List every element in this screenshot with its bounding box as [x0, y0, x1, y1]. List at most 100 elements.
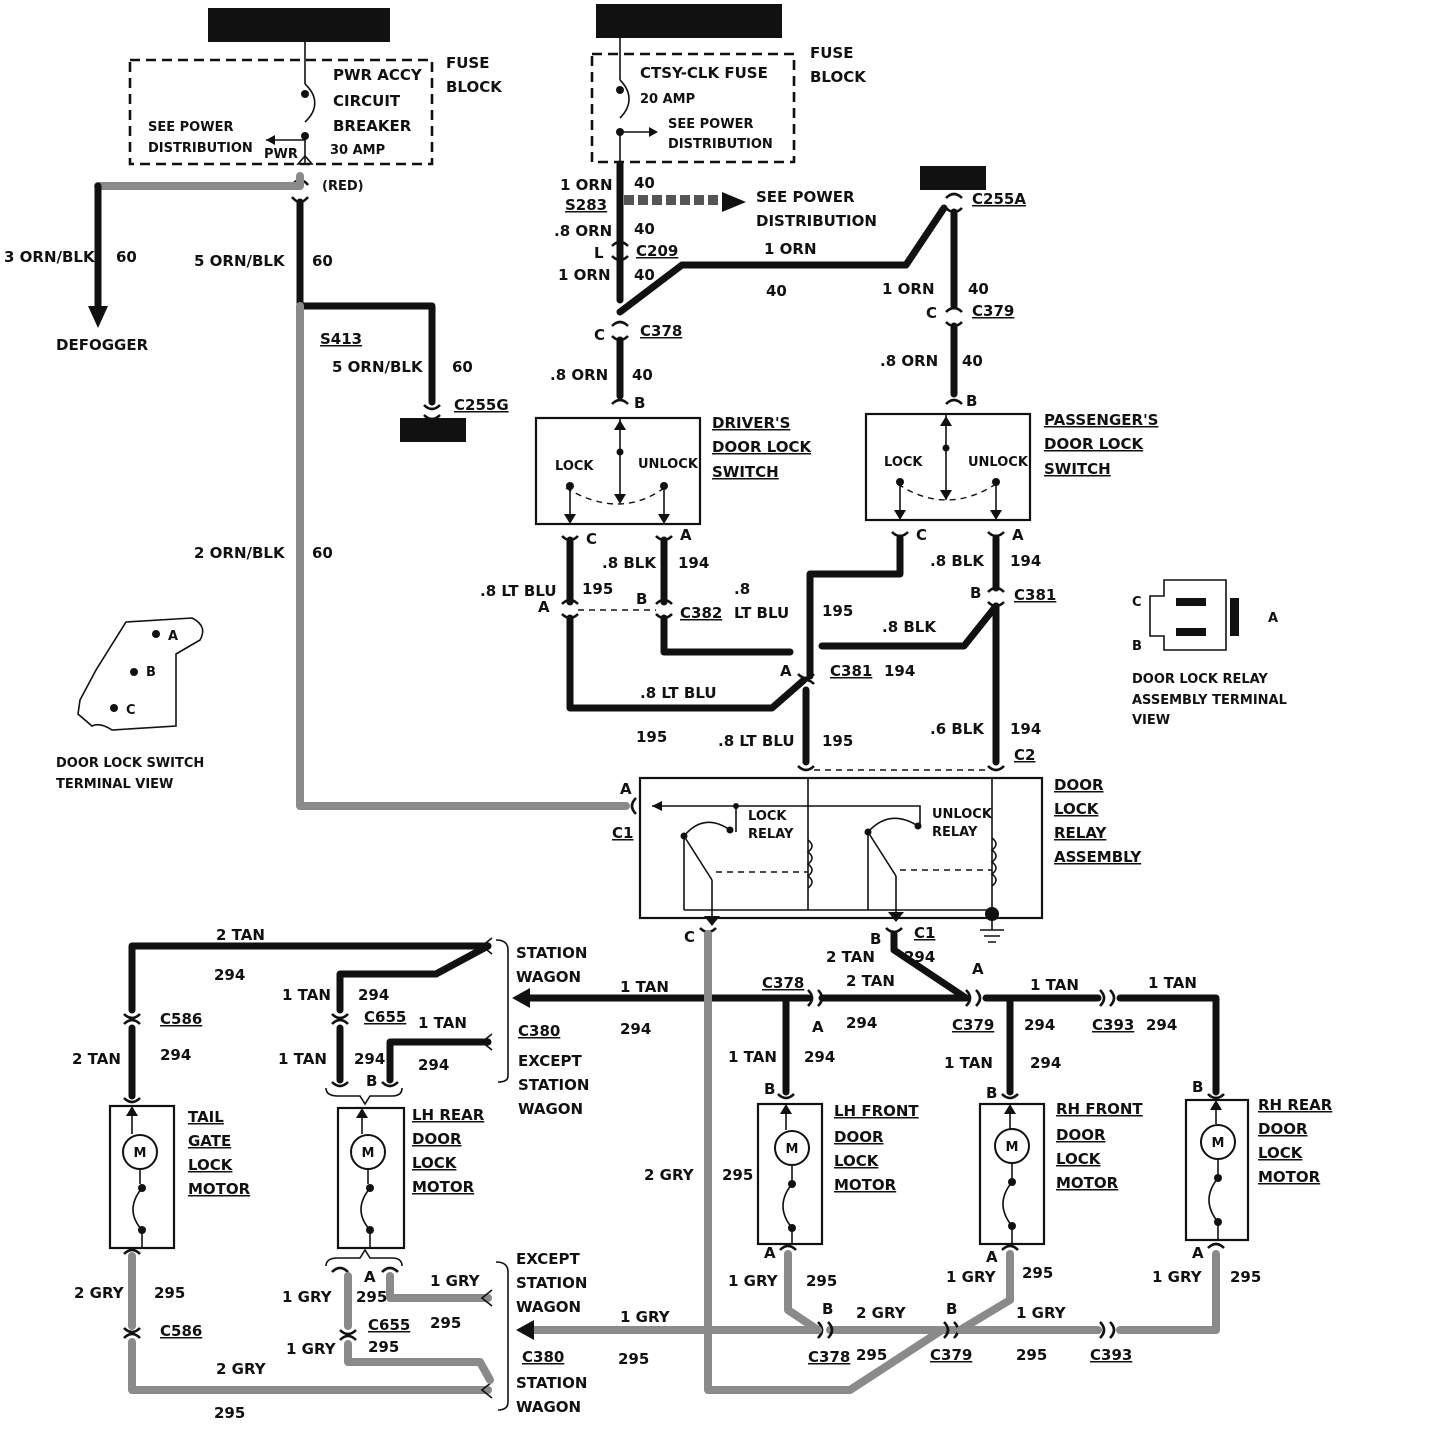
- svg-text:C209: C209: [636, 242, 678, 260]
- svg-text:M: M: [362, 1146, 375, 1161]
- svg-text:ASSEMBLY TERMINAL: ASSEMBLY TERMINAL: [1132, 693, 1287, 708]
- svg-text:B: B: [986, 1084, 997, 1102]
- svg-text:B: B: [764, 1080, 775, 1098]
- svg-text:C379: C379: [930, 1346, 972, 1364]
- svg-text:1 TAN: 1 TAN: [418, 1014, 467, 1032]
- svg-text:1 TAN: 1 TAN: [278, 1050, 327, 1068]
- svg-text:60: 60: [116, 248, 137, 266]
- svg-text:1 ORN: 1 ORN: [764, 240, 817, 258]
- svg-text:C1: C1: [612, 824, 633, 842]
- svg-text:RH REAR: RH REAR: [1258, 1096, 1333, 1114]
- svg-text:295: 295: [214, 1404, 245, 1422]
- svg-text:C380: C380: [522, 1348, 564, 1366]
- svg-text:195: 195: [636, 728, 667, 746]
- svg-text:40: 40: [634, 266, 655, 284]
- svg-text:UNLOCK: UNLOCK: [968, 455, 1029, 470]
- svg-text:FUSE: FUSE: [810, 44, 853, 62]
- orn-feed-right: C255A 1 ORN 40 C C379 .8 ORN 40 B: [880, 166, 1026, 410]
- svg-text:2 TAN: 2 TAN: [826, 948, 875, 966]
- svg-text:2 ORN/BLK: 2 ORN/BLK: [194, 544, 286, 562]
- svg-text:B: B: [1192, 1078, 1203, 1096]
- svg-text:A: A: [780, 662, 792, 680]
- svg-text:LH REAR: LH REAR: [412, 1106, 485, 1124]
- svg-text:30 AMP: 30 AMP: [330, 143, 385, 158]
- svg-text:295: 295: [618, 1350, 649, 1368]
- svg-text:UNLOCK: UNLOCK: [932, 807, 993, 822]
- svg-text:294: 294: [160, 1046, 191, 1064]
- svg-text:A: A: [812, 1018, 824, 1036]
- svg-text:EXCEPT: EXCEPT: [516, 1250, 581, 1268]
- svg-text:VIEW: VIEW: [1132, 713, 1170, 728]
- svg-text:C: C: [1132, 595, 1142, 610]
- svg-text:295: 295: [1230, 1268, 1261, 1286]
- svg-text:60: 60: [452, 358, 473, 376]
- svg-text:RH FRONT: RH FRONT: [1056, 1100, 1143, 1118]
- svg-text:C382: C382: [680, 604, 722, 622]
- svg-text:FUSE: FUSE: [446, 54, 489, 72]
- svg-text:C: C: [594, 326, 605, 344]
- svg-text:C586: C586: [160, 1010, 202, 1028]
- svg-text:BLOCK: BLOCK: [446, 78, 503, 96]
- svg-text:LOCK: LOCK: [748, 809, 787, 824]
- svg-text:S283: S283: [565, 196, 607, 214]
- svg-text:295: 295: [368, 1338, 399, 1356]
- svg-text:.8 LT BLU: .8 LT BLU: [480, 582, 557, 600]
- svg-text:WAGON: WAGON: [518, 1100, 583, 1118]
- svg-text:195: 195: [822, 602, 853, 620]
- svg-text:B: B: [970, 584, 981, 602]
- svg-text:L: L: [594, 244, 604, 262]
- svg-text:294: 294: [1024, 1016, 1055, 1034]
- svg-text:MOTOR: MOTOR: [1258, 1168, 1321, 1186]
- hot-at-all-times-tag-left: HOT AT ALL TIMES: [208, 8, 390, 42]
- orn-blk-feed: (RED) DEFOGGER 3 ORN/BLK 60 5 ORN/BLK 60…: [4, 172, 630, 810]
- svg-text:C393: C393: [1092, 1016, 1134, 1034]
- svg-text:2 GRY: 2 GRY: [856, 1304, 907, 1322]
- svg-text:295: 295: [430, 1314, 461, 1332]
- svg-text:.8 ORN: .8 ORN: [550, 366, 608, 384]
- svg-text:1 GRY: 1 GRY: [728, 1272, 779, 1290]
- svg-text:LOCK: LOCK: [1056, 1150, 1102, 1168]
- svg-text:1 GRY: 1 GRY: [1016, 1304, 1067, 1322]
- svg-text:B: B: [946, 1300, 957, 1318]
- svg-text:295: 295: [1016, 1346, 1047, 1364]
- svg-text:M: M: [1006, 1140, 1019, 1155]
- svg-text:1 TAN: 1 TAN: [1030, 976, 1079, 994]
- svg-text:C2: C2: [1014, 746, 1035, 764]
- svg-text:C380: C380: [518, 1022, 560, 1040]
- svg-text:195: 195: [822, 732, 853, 750]
- svg-text:LOCK: LOCK: [555, 459, 594, 474]
- svg-text:M: M: [134, 1146, 147, 1161]
- svg-text:B: B: [634, 394, 645, 412]
- svg-text:SWITCH: SWITCH: [1044, 460, 1111, 478]
- svg-text:1 GRY: 1 GRY: [946, 1268, 997, 1286]
- svg-text:195: 195: [582, 580, 613, 598]
- svg-text:S413: S413: [320, 330, 362, 348]
- svg-text:DOOR: DOOR: [1258, 1120, 1308, 1138]
- motor-tailgate: M TAIL GATE LOCK MOTOR: [108, 1097, 251, 1255]
- ctsy-clk-fuse-label: CTSY-CLK FUSE: [640, 64, 768, 82]
- svg-text:295: 295: [1022, 1264, 1053, 1282]
- svg-text:LH FRONT: LH FRONT: [834, 1102, 919, 1120]
- svg-text:.8 ORN: .8 ORN: [880, 352, 938, 370]
- svg-text:1 TAN: 1 TAN: [944, 1054, 993, 1072]
- svg-text:40: 40: [962, 352, 983, 370]
- svg-text:LOCK: LOCK: [188, 1156, 234, 1174]
- svg-text:294: 294: [214, 966, 245, 984]
- svg-text:1 GRY: 1 GRY: [430, 1272, 481, 1290]
- svg-text:C378: C378: [808, 1348, 850, 1366]
- svg-text:5 ORN/BLK: 5 ORN/BLK: [332, 358, 424, 376]
- svg-text:B: B: [636, 590, 647, 608]
- svg-text:HOT AT ALL TIMES: HOT AT ALL TIMES: [227, 19, 371, 35]
- svg-text:C1: C1: [914, 924, 935, 942]
- drivers-door-lock-switch: LOCK UNLOCK DRIVER'S DOOR LOCK SWITCH C …: [534, 414, 813, 548]
- svg-text:STATION: STATION: [518, 1076, 589, 1094]
- svg-text:194: 194: [678, 554, 709, 572]
- svg-text:(RED): (RED): [322, 179, 364, 194]
- svg-text:A: A: [364, 1268, 376, 1286]
- svg-text:C381: C381: [1014, 586, 1056, 604]
- pwr-accy-line2: CIRCUIT: [333, 92, 401, 110]
- svg-text:WAGON: WAGON: [516, 1298, 581, 1316]
- svg-text:DOOR LOCK SWITCH: DOOR LOCK SWITCH: [56, 756, 204, 771]
- svg-text:DOOR LOCK: DOOR LOCK: [1044, 435, 1145, 453]
